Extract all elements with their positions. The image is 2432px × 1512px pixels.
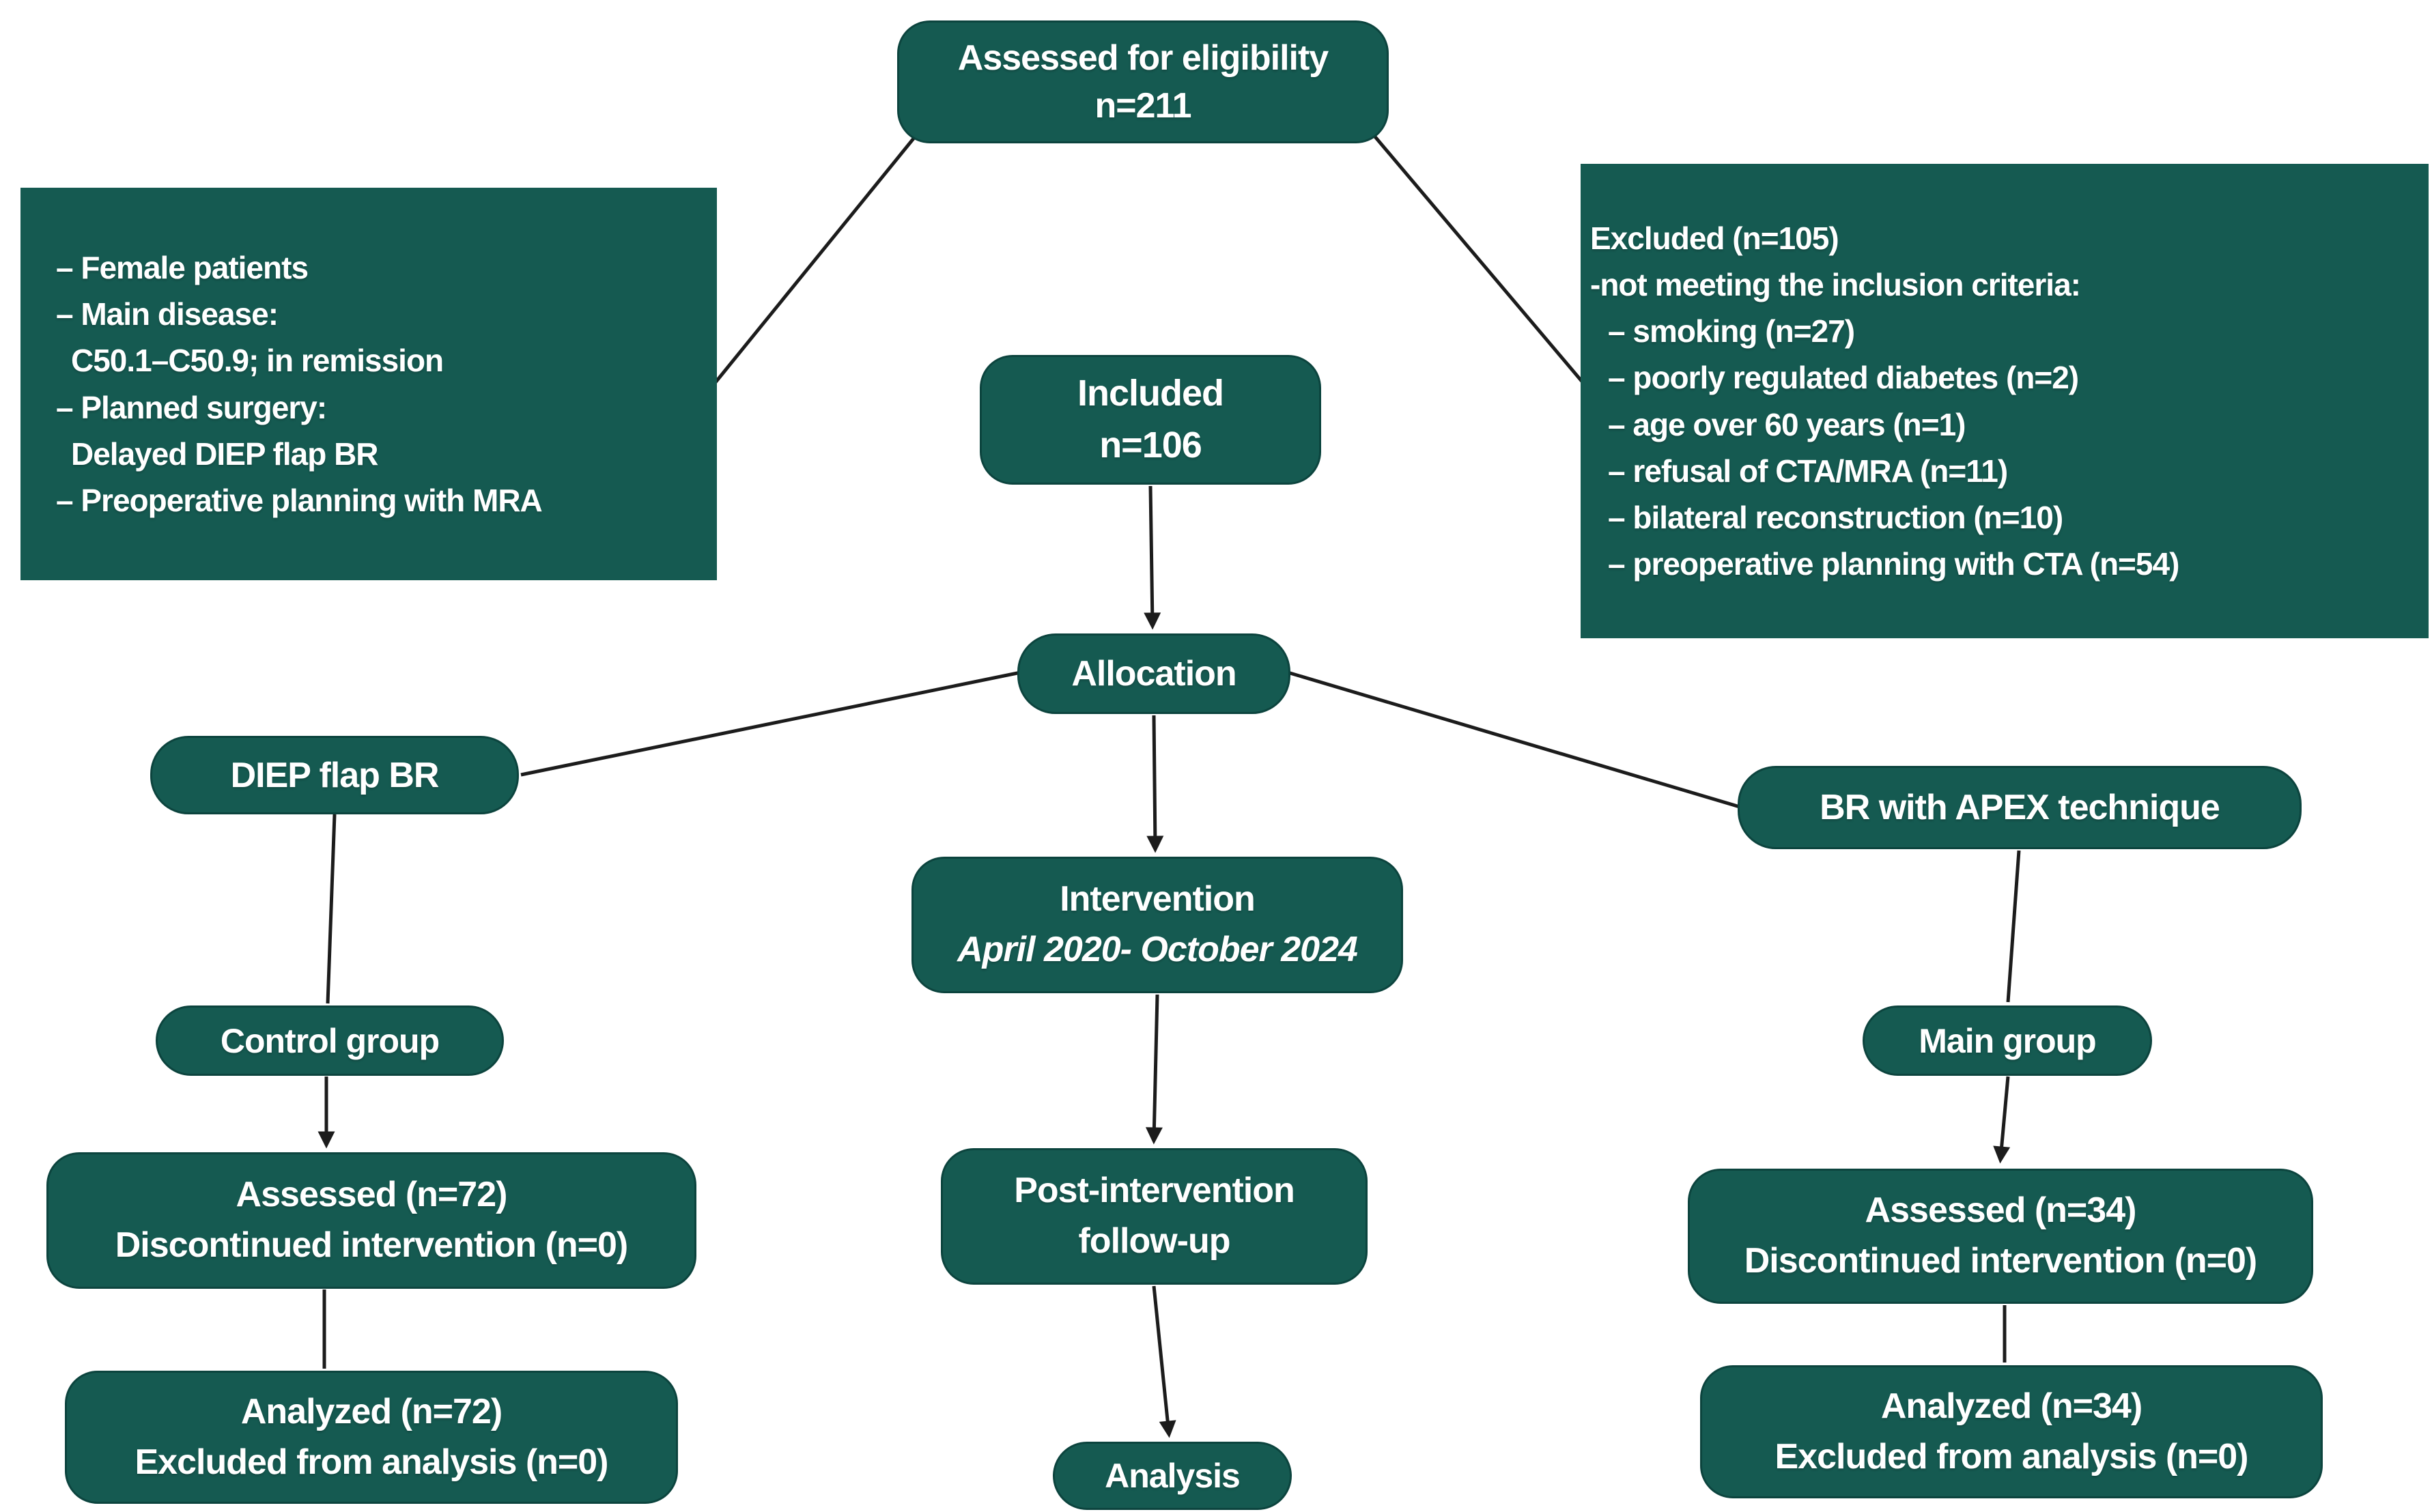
diep-flap-br-box: DIEP flap BR (150, 736, 519, 814)
assessed-control-box: Assessed (n=72) Discontinued interventio… (46, 1152, 696, 1289)
connector-allocation-diep (520, 670, 1021, 777)
eligibility-box: Assessed for eligibility n=211 (897, 20, 1389, 143)
intervention-box: Intervention April 2020- October 2024 (911, 857, 1403, 993)
analysis-label: Analysis (1105, 1457, 1241, 1495)
included-count: n=106 (1099, 425, 1202, 466)
post-intervention-followup: follow-up (1078, 1221, 1230, 1261)
post-intervention-box: Post-intervention follow-up (941, 1148, 1368, 1285)
connector-allocation-intervention (1146, 715, 1164, 853)
connector-apex-main (2006, 850, 2021, 1003)
excluded-line: – preoperative planning with CTA (n=54) (1608, 545, 2179, 582)
post-intervention-label: Post-intervention (1014, 1171, 1295, 1211)
inclusion-criteria-box: – Female patients – Main disease: C50.1–… (20, 188, 717, 580)
analyzed-main-box: Analyzed (n=34) Excluded from analysis (… (1700, 1365, 2323, 1498)
criteria-line: – Main disease: (56, 296, 279, 332)
criteria-line: – Female patients (56, 250, 309, 286)
allocation-box: Allocation (1017, 633, 1290, 714)
intervention-label: Intervention (1060, 879, 1256, 919)
excluded-box: Excluded (n=105) -not meeting the inclus… (1581, 164, 2429, 638)
main-group-box: Main group (1863, 1005, 2152, 1076)
included-label: Included (1077, 373, 1224, 414)
criteria-line: – Planned surgery: (56, 389, 327, 425)
criteria-line: C50.1–C50.9; in remission (71, 343, 444, 379)
control-group-label: Control group (220, 1021, 440, 1060)
analyzed-control-excluded: Excluded from analysis (n=0) (135, 1442, 608, 1482)
assessed-main-count: Assessed (n=34) (1865, 1190, 2137, 1231)
assessed-control-discontinued: Discontinued intervention (n=0) (115, 1225, 628, 1265)
assessed-control-count: Assessed (n=72) (236, 1175, 508, 1215)
apex-technique-box: BR with APEX technique (1738, 766, 2302, 849)
excluded-line: – age over 60 years (n=1) (1608, 406, 1966, 442)
analyzed-main-excluded: Excluded from analysis (n=0) (1774, 1436, 2248, 1477)
connector-intervention-post (1145, 994, 1163, 1145)
criteria-line: Delayed DIEP flap BR (71, 436, 379, 472)
connector-allocation-apex (1287, 670, 1740, 809)
diep-flap-br-label: DIEP flap BR (230, 755, 440, 795)
intervention-dates: April 2020- October 2024 (957, 930, 1358, 969)
excluded-line: -not meeting the inclusion criteria: (1590, 267, 2081, 303)
apex-technique-label: BR with APEX technique (1820, 788, 2220, 827)
analysis-box: Analysis (1053, 1442, 1292, 1510)
control-group-box: Control group (156, 1005, 504, 1076)
connector-main-assessed (1993, 1076, 2011, 1164)
connector-post-analysis (1152, 1285, 1176, 1438)
excluded-line: Excluded (n=105) (1590, 220, 1839, 257)
connector-eligibility-criteria (714, 134, 918, 384)
excluded-line: – smoking (n=27) (1608, 313, 1855, 350)
assessed-main-box: Assessed (n=34) Discontinued interventio… (1688, 1169, 2313, 1304)
excluded-line: – refusal of CTA/MRA (n=11) (1608, 453, 2008, 489)
connector-diep-control (326, 814, 337, 1004)
analyzed-control-count: Analyzed (n=72) (240, 1391, 503, 1431)
criteria-line: – Preoperative planning with MRA (56, 482, 543, 518)
included-box: Included n=106 (980, 355, 1321, 485)
allocation-label: Allocation (1071, 654, 1236, 694)
excluded-line: – bilateral reconstruction (n=10) (1608, 499, 2063, 535)
connector-eligibility-excluded (1372, 134, 1584, 384)
main-group-label: Main group (1919, 1021, 2096, 1060)
analyzed-main-count: Analyzed (n=34) (1880, 1386, 2143, 1426)
eligibility-count: n=211 (1094, 86, 1191, 126)
analyzed-control-box: Analyzed (n=72) Excluded from analysis (… (65, 1371, 678, 1504)
excluded-line: – poorly regulated diabetes (n=2) (1608, 360, 2079, 396)
eligibility-label: Assessed for eligibility (957, 38, 1329, 78)
connector-included-allocation (1144, 485, 1161, 630)
assessed-main-discontinued: Discontinued intervention (n=0) (1744, 1241, 2257, 1281)
